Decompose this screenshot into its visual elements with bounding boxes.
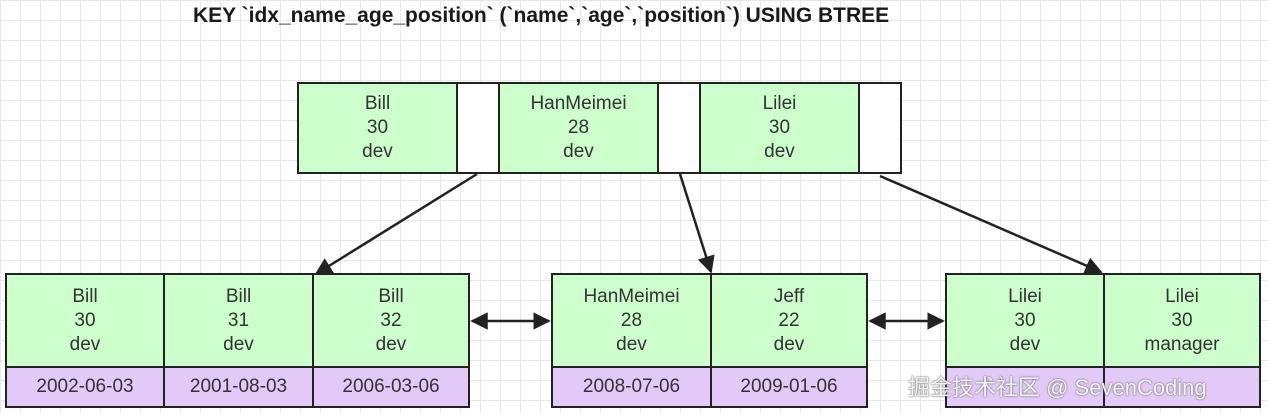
key-age: 30 (1171, 309, 1193, 331)
key-position: dev (69, 333, 101, 355)
key-age: 32 (380, 309, 402, 331)
key-name: Bill (378, 285, 404, 307)
key-position: dev (362, 141, 393, 162)
key-position: dev (616, 333, 647, 355)
edge-root-to-leaf-1 (314, 172, 478, 276)
leaf-1-entry-2: Bill 31 dev (163, 273, 314, 368)
leaf-1-entry-3: Bill 32 dev (312, 273, 470, 368)
root-key-3: Lilei 30 dev (699, 82, 860, 174)
leaf-3-entry-2: Lilei 30 manager (1103, 273, 1261, 368)
key-name: Lilei (1008, 285, 1042, 307)
root-pointer-1 (456, 82, 500, 174)
key-age: 30 (1014, 309, 1036, 331)
key-age: 22 (778, 309, 800, 331)
leaf-2-entry-1-date: 2008-07-06 (551, 366, 712, 408)
key-name: Bill (364, 93, 391, 114)
key-position: dev (773, 333, 805, 355)
leaf-2-entry-2: Jeff 22 dev (710, 273, 868, 368)
key-name: Bill (72, 285, 98, 307)
key-position: dev (764, 141, 795, 162)
key-age: 28 (567, 117, 590, 138)
leaf-2-entry-1: HanMeimei 28 dev (551, 273, 712, 368)
key-age: 30 (768, 117, 791, 138)
root-pointer-2 (657, 82, 701, 174)
key-name: Lilei (1165, 285, 1199, 307)
key-name: Bill (225, 285, 252, 307)
key-position: dev (1009, 333, 1041, 355)
edge-root-to-leaf-3 (879, 174, 1103, 274)
watermark: 掘金技术社区 @ SevenCoding (908, 375, 1207, 400)
key-name: HanMeimei (530, 93, 627, 114)
leaf-1-entry-1: Bill 30 dev (5, 273, 165, 368)
leaf-3-entry-1: Lilei 30 dev (945, 273, 1105, 368)
leaf-1-entry-1-date: 2002-06-03 (5, 366, 165, 408)
key-position: dev (375, 333, 407, 355)
root-pointer-3 (858, 82, 902, 174)
root-key-2: HanMeimei 28 dev (498, 82, 659, 174)
leaf-3-entry-2-date (1103, 366, 1261, 408)
leaf-1-entry-3-date: 2006-03-06 (312, 366, 470, 408)
key-position: manager (1144, 333, 1220, 355)
index-definition-title: KEY `idx_name_age_position` (`name`,`age… (193, 4, 890, 27)
leaf-2-entry-2-date: 2009-01-06 (710, 366, 868, 408)
leaf-1-entry-2-date: 2001-08-03 (163, 366, 314, 408)
key-position: dev (563, 141, 594, 162)
root-key-1: Bill 30 dev (297, 82, 458, 174)
key-age: 28 (620, 309, 643, 331)
key-name: Jeff (773, 285, 805, 307)
edge-root-to-leaf-2 (678, 173, 715, 274)
key-age: 30 (74, 309, 96, 331)
key-name: Lilei (762, 93, 797, 114)
key-age: 31 (227, 309, 250, 331)
key-position: dev (223, 333, 254, 355)
key-age: 30 (366, 117, 389, 138)
key-name: HanMeimei (583, 285, 680, 307)
